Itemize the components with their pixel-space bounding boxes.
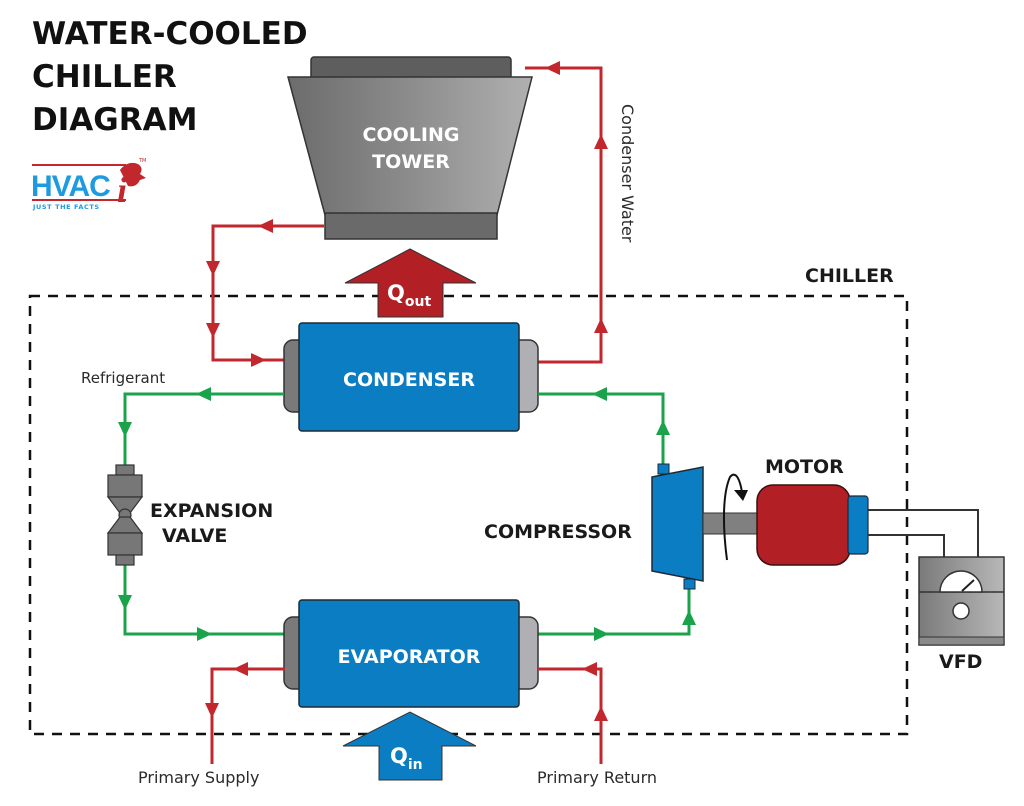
condenser: CONDENSER	[283, 322, 539, 432]
title-line-3: DIAGRAM	[32, 102, 197, 138]
vfd: VFD	[918, 556, 1005, 673]
arrow-left-icon	[592, 387, 607, 401]
cooling-tower: COOLING TOWER	[287, 56, 533, 240]
q-out-arrow: Qout	[344, 248, 477, 318]
cooling-tower-basin	[324, 212, 498, 240]
refrigerant-line-to-valve	[123, 392, 284, 466]
motor-label: MOTOR	[765, 456, 844, 478]
arrow-down-icon	[206, 323, 220, 338]
primary-return-label: Primary Return	[537, 768, 657, 787]
logo-tagline: JUST THE FACTS	[32, 203, 100, 211]
motor: MOTOR	[756, 456, 869, 566]
compressor: COMPRESSOR	[484, 463, 704, 590]
refrigerant-loop	[123, 392, 691, 636]
condenser-water-arrows	[206, 61, 608, 367]
vfd-label: VFD	[939, 651, 982, 673]
arrow-left-icon	[545, 61, 560, 75]
condenser-label: CONDENSER	[343, 369, 475, 391]
valve-top-cap	[115, 464, 135, 476]
compressor-label: COMPRESSOR	[484, 521, 632, 543]
vfd-wire-1	[868, 509, 979, 557]
heat-in-arrow-icon	[342, 711, 477, 781]
cooling-tower-top	[310, 56, 512, 80]
vfd-base	[918, 636, 1005, 646]
logo-letter: i	[117, 170, 127, 210]
refrigerant-line-to-condenser	[538, 392, 665, 465]
motor-body	[756, 484, 851, 566]
logo-trademark: TM	[138, 158, 146, 164]
arrow-right-icon	[594, 627, 609, 641]
q-out-label: Qout	[387, 281, 431, 310]
drive-shaft	[702, 512, 760, 535]
refrigerant-arrows	[118, 387, 696, 641]
heat-out-arrow-icon	[344, 248, 477, 318]
arrow-up-icon	[594, 134, 608, 149]
cooling-tower-label-1: COOLING	[363, 124, 460, 146]
vfd-knob-icon	[952, 602, 970, 620]
evaporator: EVAPORATOR	[283, 599, 539, 708]
condenser-water-label: Condenser Water	[618, 104, 637, 243]
refrigerant-label: Refrigerant	[81, 369, 165, 387]
arrow-down-icon	[205, 703, 219, 718]
condenser-water-return-line	[525, 66, 603, 364]
logo-stripe-bottom	[32, 199, 126, 201]
logo-brand: HVAC	[31, 170, 110, 203]
vfd-gauge-icon	[939, 570, 983, 593]
arrow-left-icon	[582, 662, 597, 676]
valve-bottom-cap	[115, 554, 135, 566]
refrigerant-line-to-evaporator	[123, 564, 285, 636]
arrow-right-icon	[197, 627, 212, 641]
logo-stripe-top	[32, 164, 126, 166]
primary-supply-label: Primary Supply	[138, 768, 259, 787]
evaporator-body	[298, 599, 520, 708]
chiller-boundary	[28, 294, 909, 736]
primary-return-line	[538, 667, 603, 764]
q-in-arrow: Qin	[342, 711, 477, 781]
expansion-valve-label-1: EXPANSION	[150, 500, 273, 522]
condenser-body	[298, 322, 520, 432]
diagram-title: WATER-COOLED CHILLER DIAGRAM	[32, 16, 308, 138]
arrow-down-icon	[206, 261, 220, 276]
expansion-valve	[106, 464, 144, 566]
vfd-wire-2	[868, 534, 945, 557]
arrow-down-icon	[118, 595, 132, 610]
refrigerant-line-to-compressor	[538, 588, 691, 636]
vfd-housing	[918, 556, 1005, 646]
logo-figure-icon	[120, 162, 146, 187]
arrow-right-icon	[251, 353, 266, 367]
arrow-left-icon	[233, 662, 248, 676]
arrow-up-icon	[682, 610, 696, 625]
motor-end-cap	[847, 495, 869, 555]
rotation-arrow-icon	[723, 473, 748, 561]
title-line-2: CHILLER	[32, 59, 177, 95]
cooling-tower-label-2: TOWER	[372, 151, 450, 173]
chiller-label: CHILLER	[805, 265, 894, 287]
arrow-left-icon	[196, 387, 211, 401]
primary-water-lines	[210, 667, 603, 764]
q-in-label: Qin	[390, 744, 423, 773]
valve-top-block	[107, 474, 143, 498]
arrow-left-icon	[258, 219, 273, 233]
arrow-up-icon	[594, 318, 608, 333]
compressor-suction-port	[683, 578, 696, 590]
cooling-tower-body	[287, 76, 533, 216]
title-line-1: WATER-COOLED	[32, 16, 308, 52]
arrow-up-icon	[656, 420, 670, 435]
arrow-down-icon	[118, 422, 132, 437]
primary-supply-line	[210, 667, 285, 764]
valve-bottom-cone	[106, 516, 144, 534]
evaporator-label: EVAPORATOR	[338, 646, 481, 668]
vfd-gauge-needle	[961, 579, 975, 592]
valve-bottom-block	[107, 532, 143, 556]
compressor-body	[651, 466, 704, 582]
expansion-valve-label-2: VALVE	[162, 525, 227, 547]
vfd-wiring	[868, 509, 979, 557]
compressor-discharge-port	[657, 463, 670, 475]
arrow-up-icon	[594, 706, 608, 721]
hvaci-logo: HVAC i TM JUST THE FACTS	[31, 158, 146, 211]
primary-water-arrows	[205, 662, 608, 721]
